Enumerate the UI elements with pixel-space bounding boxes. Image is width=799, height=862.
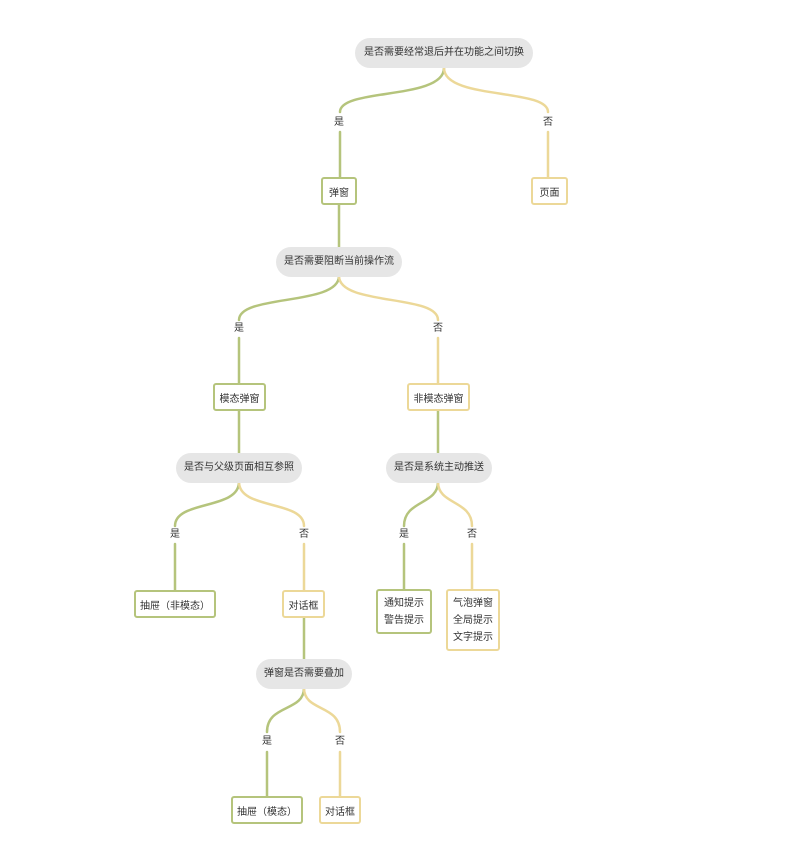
node-dialog: 对话框 bbox=[282, 590, 325, 618]
question-node-3: 是否与父级页面相互参照 bbox=[176, 453, 302, 483]
connector-q1-yes bbox=[338, 66, 446, 114]
connector-q3-yes bbox=[173, 480, 241, 528]
branch-label-q5-no: 否 bbox=[328, 736, 352, 748]
question-node-1: 是否需要经常退后并在功能之间切换 bbox=[355, 38, 533, 68]
connector-q2-no bbox=[337, 274, 440, 322]
connector-q3-no bbox=[237, 480, 306, 528]
branch-label-q4-yes: 是 bbox=[392, 529, 416, 541]
node-popup: 弹窗 bbox=[321, 177, 357, 205]
question-node-5: 弹窗是否需要叠加 bbox=[256, 659, 352, 689]
connector-q4-no bbox=[436, 480, 474, 528]
node-page: 页面 bbox=[531, 177, 568, 205]
branch-label-q3-no: 否 bbox=[292, 529, 316, 541]
branch-label-q1-yes: 是 bbox=[327, 117, 351, 129]
branch-label-q2-no: 否 bbox=[426, 323, 450, 335]
connector-q2-yes bbox=[237, 274, 341, 322]
leaf-bubble-global-text: 气泡弹窗 全局提示 文字提示 bbox=[446, 589, 500, 651]
branch-label-q3-yes: 是 bbox=[163, 529, 187, 541]
connector-q1-no bbox=[442, 66, 550, 114]
leaf-notice-warning: 通知提示 警告提示 bbox=[376, 589, 432, 634]
question-node-4: 是否是系统主动推送 bbox=[386, 453, 492, 483]
leaf-text-text-tip: 文字提示 bbox=[453, 631, 493, 643]
connector-q5-no bbox=[302, 686, 342, 734]
connector-q5-yes bbox=[265, 686, 306, 734]
leaf-dialog: 对话框 bbox=[319, 796, 361, 824]
leaf-text-notification: 通知提示 bbox=[384, 597, 424, 609]
leaf-drawer-nonmodal: 抽屉（非模态） bbox=[134, 590, 216, 618]
leaf-text-warning: 警告提示 bbox=[384, 614, 424, 626]
leaf-drawer-modal: 抽屉（模态） bbox=[231, 796, 303, 824]
node-modal-popup: 模态弹窗 bbox=[213, 383, 266, 411]
branch-label-q2-yes: 是 bbox=[227, 323, 251, 335]
question-node-2: 是否需要阻断当前操作流 bbox=[276, 247, 402, 277]
branch-label-q1-no: 否 bbox=[536, 117, 560, 129]
connector-q4-yes bbox=[402, 480, 440, 528]
branch-label-q4-no: 否 bbox=[460, 529, 484, 541]
node-nonmodal-popup: 非模态弹窗 bbox=[407, 383, 470, 411]
leaf-text-global: 全局提示 bbox=[453, 614, 493, 626]
leaf-text-bubble: 气泡弹窗 bbox=[453, 597, 493, 609]
branch-label-q5-yes: 是 bbox=[255, 736, 279, 748]
